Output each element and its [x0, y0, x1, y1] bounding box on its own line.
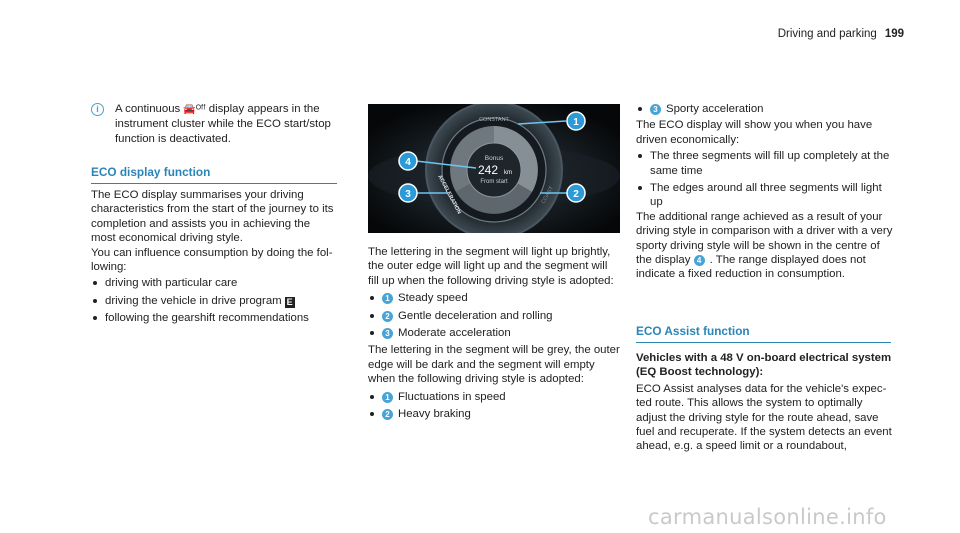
eco-assist-text: ECO Assist analyses data for the vehicle…	[636, 382, 892, 453]
callout-2: 2	[573, 189, 579, 200]
economical-list: The three segments will fill up complete…	[636, 149, 896, 210]
header-section: Driving and parking	[777, 28, 877, 40]
center-range-value: 242	[478, 163, 498, 177]
callout-number: 3	[650, 104, 661, 115]
grey-segment-text: The lettering in the segment will be gre…	[368, 344, 620, 386]
callout-number: 1	[382, 391, 393, 403]
eco-display-influence: You can influence consumption by doing t…	[91, 246, 333, 274]
callout-number: 2	[382, 310, 393, 322]
economical-text: The ECO display will show you when you h…	[636, 119, 873, 146]
callout-number: 2	[382, 409, 393, 421]
callout-4: 4	[405, 157, 411, 168]
eco-assist-body: Vehicles with a 48 V on-board electrical…	[636, 351, 894, 454]
center-from-start-label: From start	[480, 179, 508, 185]
eco-display-illustration: Bonus 242 km From start CONSTANT ACCELER…	[368, 104, 620, 233]
note-text: A continuous 🚘ᴼᶠᶠ display appears in the…	[115, 103, 331, 145]
info-icon: i	[91, 103, 104, 116]
segment-explanation: The lettering in the segment will light …	[368, 245, 620, 421]
eco-assist-heading: ECO Assist function	[636, 324, 891, 343]
drive-program-e-icon: E	[284, 296, 295, 308]
additional-range-text: The additional range achieved as a resul…	[636, 210, 893, 281]
page-number: 199	[884, 28, 904, 40]
eco-display-heading: ECO display function	[91, 165, 337, 184]
callout-3: 3	[405, 189, 411, 200]
page-header: Driving and parking 199	[778, 28, 904, 40]
center-bonus-label: Bonus	[485, 155, 504, 162]
list-item: driving with particular care	[91, 276, 337, 290]
influence-list: driving with particular care driving the…	[91, 276, 337, 325]
list-item: following the gearshift recommendations	[91, 311, 337, 325]
eco-display-intro: The ECO display summarises your driving …	[91, 189, 334, 245]
eco-display-figure: Bonus 242 km From start CONSTANT ACCELER…	[368, 104, 620, 233]
eco-assist-subheading: Vehicles with a 48 V on-board electrical…	[636, 352, 892, 379]
segment-constant-label: CONSTANT	[479, 117, 509, 123]
eco-off-icon: 🚘ᴼᶠᶠ	[183, 104, 206, 115]
callout-number: 3	[382, 328, 393, 340]
list-item: The edges around all three segments will…	[636, 181, 896, 210]
list-item: The three segments will fill up complete…	[636, 149, 896, 178]
info-note: i A continuous 🚘ᴼᶠᶠ display appears in t…	[91, 102, 337, 146]
center-range-unit: km	[504, 170, 512, 176]
watermark: carmanualsonline.info	[648, 505, 887, 529]
callout-number: 1	[382, 293, 393, 305]
callout-1: 1	[573, 117, 579, 128]
lit-segment-text: The lettering in the segment will light …	[368, 246, 614, 287]
callout-number: 4	[693, 255, 705, 267]
eco-display-body: The ECO display summarises your driving …	[91, 188, 337, 326]
